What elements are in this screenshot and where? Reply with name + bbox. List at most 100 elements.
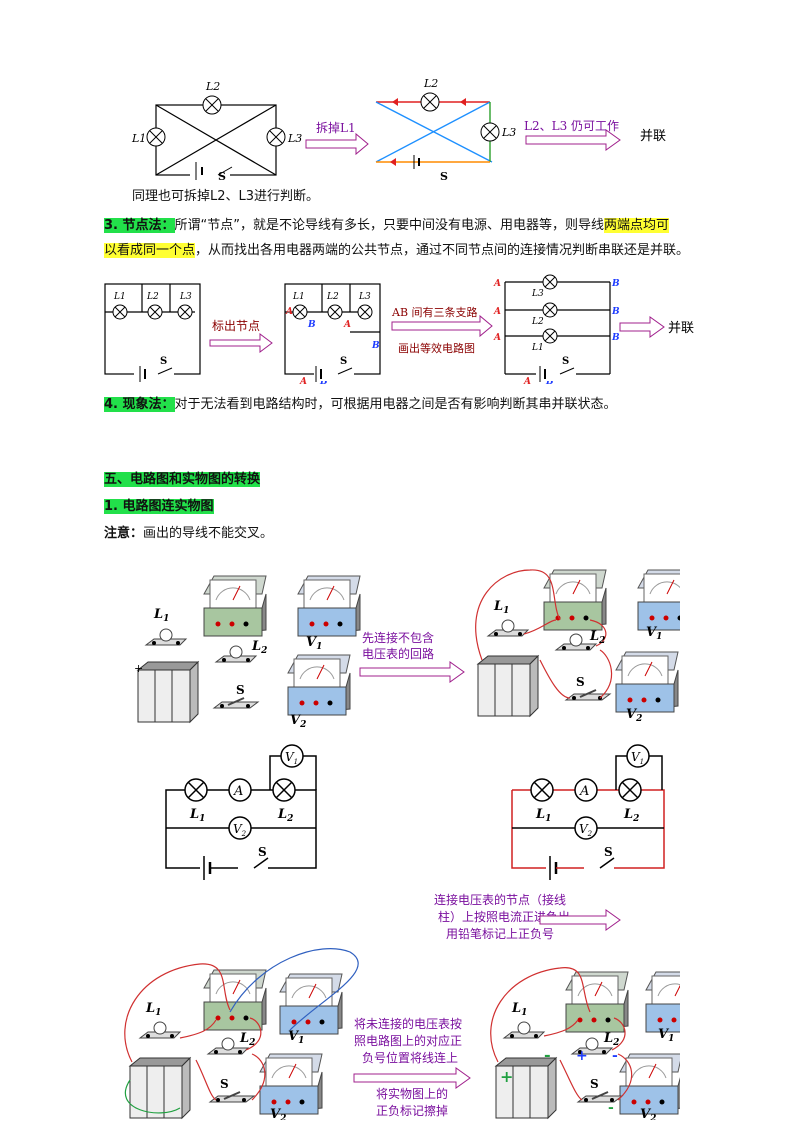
node-method-body-a: 所谓“节点”，就是不论导线有多长，只要中间没有电源、用电器等，则导线 — [174, 218, 604, 233]
label-l3b: L3 — [501, 126, 516, 139]
svg-text:B: B — [611, 307, 620, 317]
lamp-icon — [292, 304, 308, 320]
mark-nodes-label: 标出节点 — [212, 319, 260, 333]
lamp-icon — [272, 778, 296, 802]
still-work-label: L2、L3 仍可工作 — [524, 119, 619, 133]
svg-text:L2: L2 — [603, 1031, 619, 1048]
svg-text:L2: L2 — [531, 317, 544, 327]
sub1-title: 1. 电路图连实物图 — [104, 496, 214, 518]
svg-text:L2: L2 — [623, 807, 639, 824]
arrow-icon — [305, 132, 369, 156]
svg-text:A: A — [493, 307, 501, 317]
section5-title: 五、电路图和实物图的转换 — [104, 469, 261, 491]
svg-text:S: S — [220, 1077, 229, 1091]
lamp-icon — [146, 127, 166, 147]
voltmeter-icon: V1 — [280, 744, 304, 768]
arrow-icon — [619, 316, 665, 338]
svg-text:-: - — [608, 1100, 614, 1116]
sub1-text: 1. 电路图连实物图 — [104, 499, 214, 514]
lamp-icon — [420, 92, 440, 112]
similar-note: 同理也可拆掉L2、L3进行判断。 — [132, 189, 320, 204]
original-circuit — [155, 104, 277, 176]
svg-text:-: - — [544, 1045, 551, 1064]
svg-text:L1: L1 — [145, 1001, 161, 1018]
label-l2: L2 — [205, 80, 220, 93]
label-sb: S — [440, 170, 448, 183]
lamp-icon — [480, 122, 500, 142]
arrow-icon — [391, 314, 493, 338]
step2-line1: 连接电压表的节点（接线 — [434, 892, 566, 907]
result-parallel: 并联 — [640, 129, 666, 144]
phenomenon-head: 4. 现象法： — [104, 397, 175, 412]
step2-line3: 用铅笔标记上正负号 — [446, 926, 554, 941]
ammeter-label: A — [233, 784, 243, 799]
svg-text:V1: V1 — [306, 635, 322, 652]
svg-text:L2: L2 — [251, 639, 267, 656]
step3-line3: 负号位置将线连上 — [362, 1050, 458, 1065]
phenomenon-line: 4. 现象法：对于无法看到电路结构时，可根据用电器之间是否有影响判断其串并联状态… — [104, 394, 617, 416]
note-line: 注意：画出的导线不能交叉。 — [104, 523, 273, 545]
svg-text:-: - — [612, 1048, 618, 1064]
arrow-icon — [359, 661, 465, 683]
svg-text:L3: L3 — [358, 292, 371, 302]
svg-text:B: B — [307, 320, 316, 330]
svg-text:B: B — [545, 377, 554, 387]
step2-line2: 柱）上按照电流正进负出 — [438, 909, 570, 924]
step1-line2: 电压表的回路 — [362, 646, 434, 661]
svg-text:B: B — [319, 377, 328, 387]
node-method-body-b: ，从而找出各用电器两端的公共节点，通过不同节点间的连接情况判断串联还是并联。 — [195, 243, 690, 258]
draw-equiv-label: 画出等效电路图 — [398, 341, 475, 355]
voltmeter-icon: V2 — [574, 816, 598, 840]
svg-text:S: S — [604, 845, 613, 859]
svg-text:L2: L2 — [589, 629, 605, 646]
svg-text:L1: L1 — [493, 599, 509, 616]
svg-text:L1: L1 — [531, 343, 544, 353]
lamp-icon — [202, 95, 222, 115]
arrow-icon — [353, 1067, 471, 1089]
svg-text:L1: L1 — [153, 607, 169, 624]
lamp-icon — [618, 778, 642, 802]
svg-text:V2: V2 — [290, 713, 306, 730]
node-method-head: 3. 节点法： — [104, 218, 175, 233]
node-method-hl-2: 以看成同一个点 — [104, 243, 196, 258]
lamp-icon — [266, 127, 286, 147]
svg-text:A: A — [493, 279, 501, 289]
step4-line2: 正负标记擦掉 — [376, 1104, 448, 1118]
svg-text:S: S — [258, 845, 267, 859]
svg-text:L1: L1 — [113, 292, 126, 302]
section5-text: 五、电路图和实物图的转换 — [104, 472, 261, 487]
figure-remove-l1: L1 L2 L3 S 拆掉L1 L2 L3 S L2、L3 仍可工作 并联 — [131, 77, 666, 183]
voltmeter-icon: V2 — [228, 816, 252, 840]
svg-text:A: A — [579, 784, 589, 799]
label-s: S — [218, 170, 226, 183]
schematic-left — [165, 755, 317, 869]
label-s: S — [160, 356, 167, 367]
svg-text:L2: L2 — [326, 292, 339, 302]
step3-line1: 将未连接的电压表按 — [354, 1016, 462, 1031]
lamp-icon — [542, 274, 558, 290]
modified-circuit — [375, 101, 493, 163]
note-head: 注意： — [104, 526, 144, 541]
lamp-icon — [177, 304, 193, 320]
lamp-icon — [184, 778, 208, 802]
node-method-line2: 以看成同一个点，从而找出各用电器两端的公共节点，通过不同节点间的连接情况判断串联… — [104, 240, 689, 262]
svg-text:L2: L2 — [239, 1031, 255, 1048]
node-method-hl-1: 两端点均可 — [604, 218, 670, 233]
remove-l1-label: 拆掉L1 — [316, 120, 356, 135]
note-body: 画出的导线不能交叉。 — [143, 526, 274, 541]
svg-text:+: + — [134, 662, 143, 675]
svg-text:S: S — [576, 675, 585, 689]
svg-text:A: A — [343, 320, 351, 330]
svg-text:S: S — [236, 683, 245, 697]
svg-text:S: S — [590, 1077, 599, 1091]
svg-text:A: A — [523, 377, 531, 387]
ammeter-icon: A — [228, 778, 252, 802]
svg-text:L1: L1 — [189, 807, 205, 824]
lamp-icon — [357, 304, 373, 320]
lamp-icon — [147, 304, 163, 320]
panel-components: L1 L2 V1 V2 S + — [134, 575, 361, 730]
phenomenon-body: 对于无法看到电路结构时，可根据用电器之间是否有影响判断其串并联状态。 — [174, 397, 617, 412]
step1-line1: 先连接不包含 — [362, 630, 434, 645]
step3-line2: 照电路图上的对应正 — [354, 1033, 462, 1048]
